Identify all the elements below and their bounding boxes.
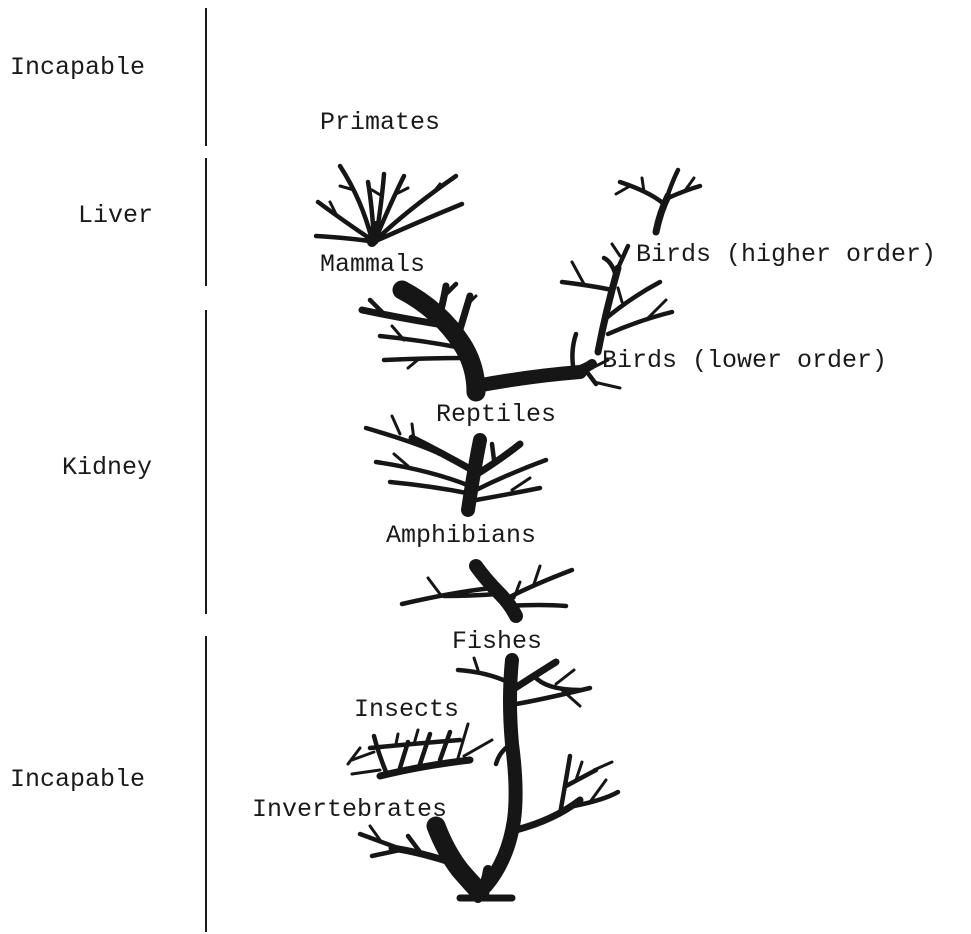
label-amphibians: Amphibians bbox=[386, 521, 536, 550]
level-label-kidney: Kidney bbox=[62, 453, 152, 482]
insects-branch bbox=[348, 724, 492, 776]
fishes-branch bbox=[458, 658, 618, 898]
level-label-incapable-top: Incapable bbox=[10, 53, 145, 82]
label-mammals: Mammals bbox=[320, 250, 425, 279]
level-label-incapable-bottom: Incapable bbox=[10, 765, 145, 794]
primates-branch bbox=[316, 166, 462, 242]
reptiles-branch bbox=[366, 416, 546, 510]
label-primates: Primates bbox=[320, 108, 440, 137]
invertebrates-branch bbox=[360, 826, 480, 892]
label-invertebrates: Invertebrates bbox=[252, 795, 447, 824]
label-birds-lower-order: Birds (lower order) bbox=[602, 346, 887, 375]
birds-higher-order-branch bbox=[616, 170, 700, 232]
mammals-branch bbox=[362, 284, 620, 392]
capability-scale: Incapable Liver Kidney Incapable bbox=[10, 53, 153, 794]
amphibians-branch bbox=[402, 566, 572, 616]
label-birds-higher-order: Birds (higher order) bbox=[636, 240, 936, 269]
group-labels: Primates Birds (higher order) Mammals Bi… bbox=[252, 108, 936, 824]
label-reptiles: Reptiles bbox=[436, 400, 556, 429]
label-insects: Insects bbox=[354, 695, 459, 724]
label-fishes: Fishes bbox=[452, 627, 542, 656]
level-label-liver: Liver bbox=[78, 201, 153, 230]
